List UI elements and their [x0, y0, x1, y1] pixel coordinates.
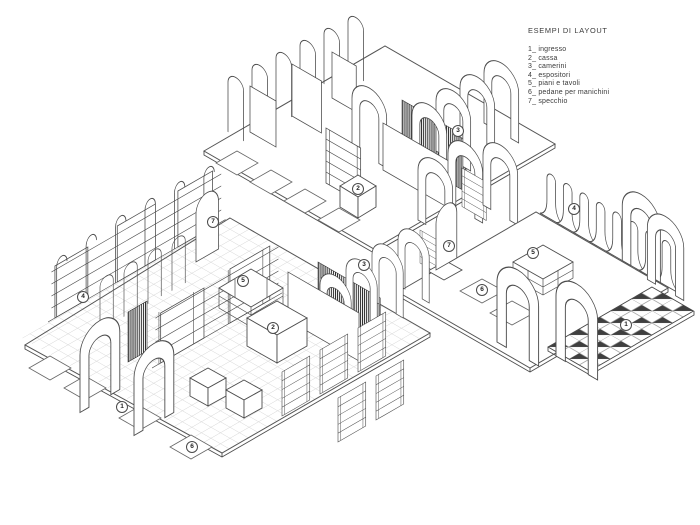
marker-5: 5 [237, 275, 249, 287]
small-tables [189, 367, 263, 419]
marker-5: 5 [527, 247, 539, 259]
marker-7: 7 [207, 216, 219, 228]
marker-3: 3 [452, 125, 464, 137]
legend-item: 7_ specchio [528, 97, 568, 105]
legend-item: 4_ espositori [528, 71, 571, 79]
marker-2: 2 [352, 183, 364, 195]
marker-4: 4 [77, 291, 89, 303]
layout-top-drawing [203, 12, 556, 254]
hanging-panels-wall [539, 167, 685, 302]
legend-title: ESEMPI DI LAYOUT [528, 26, 608, 35]
legend-item: 6_ pedane per manichini [528, 88, 610, 96]
legend: ESEMPI DI LAYOUT 1_ ingresso 2_ cassa 3_… [528, 26, 609, 106]
marker-7: 7 [443, 240, 455, 252]
marker-2: 2 [267, 322, 279, 334]
marker-6: 6 [476, 284, 488, 296]
mirror [195, 190, 219, 263]
legend-item: 1_ ingresso [528, 46, 567, 53]
marker-4: 4 [568, 203, 580, 215]
marker-1: 1 [116, 401, 128, 413]
marker-6: 6 [186, 441, 198, 453]
layout-left-drawing [22, 165, 432, 460]
mirror [427, 202, 463, 281]
legend-item: 3_ camerini [528, 63, 567, 71]
marker-3: 3 [358, 259, 370, 271]
marker-1: 1 [620, 319, 632, 331]
legend-item: 2_ cassa [528, 54, 558, 62]
legend-item: 5_ piani e tavoli [528, 80, 581, 88]
